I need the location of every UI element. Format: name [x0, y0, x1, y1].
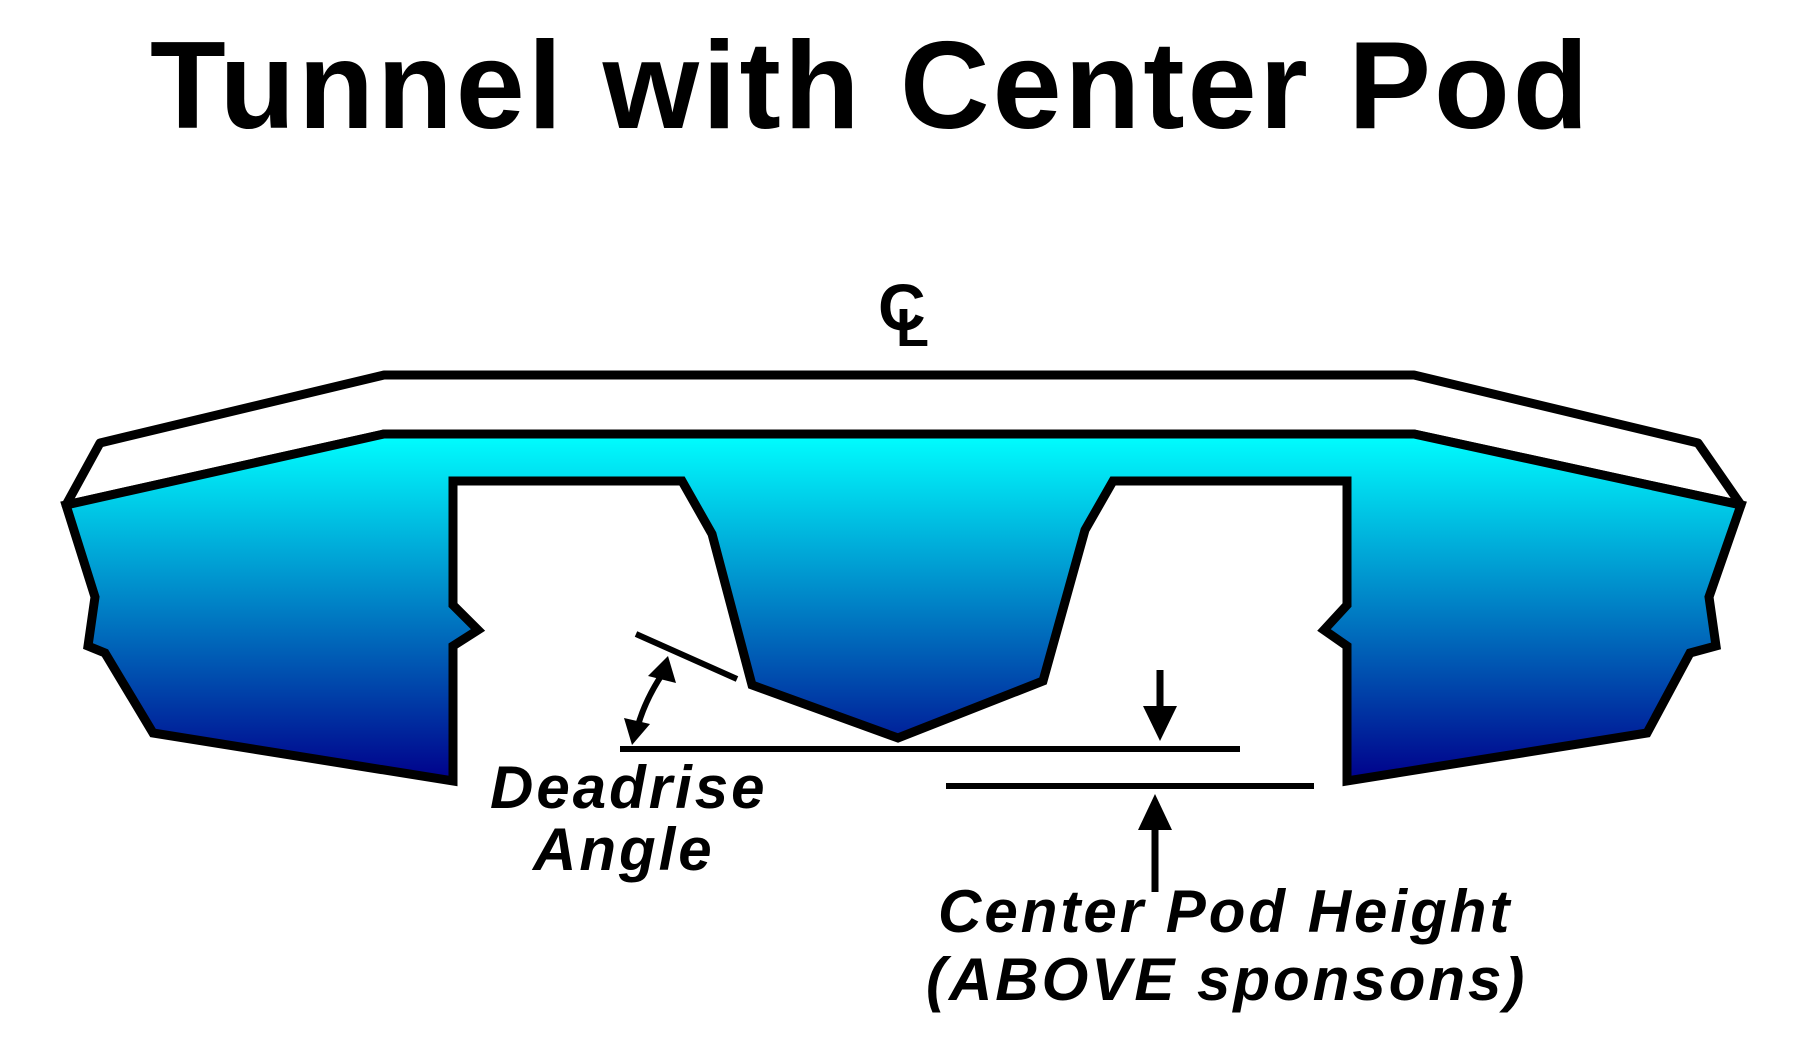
pod-height-up-arrow	[1138, 794, 1172, 892]
centerline-icon: C L	[878, 270, 929, 358]
deadrise-reference-line	[634, 631, 739, 682]
pod-height-label-line2: (ABOVE sponsons)	[926, 946, 1527, 1013]
deadrise-label-line1: Deadrise	[490, 754, 767, 821]
diagram-title: Tunnel with Center Pod	[150, 17, 1591, 155]
hull-body	[60, 429, 1747, 787]
deadrise-label-line2: Angle	[531, 816, 715, 883]
centerline-letter-l: L	[896, 298, 929, 358]
pod-height-label-line1: Center Pod Height	[938, 878, 1512, 945]
pod-height-down-arrow	[1143, 670, 1177, 741]
deadrise-angle-arrow	[624, 656, 676, 745]
centerline-letter-c: C	[878, 270, 926, 344]
